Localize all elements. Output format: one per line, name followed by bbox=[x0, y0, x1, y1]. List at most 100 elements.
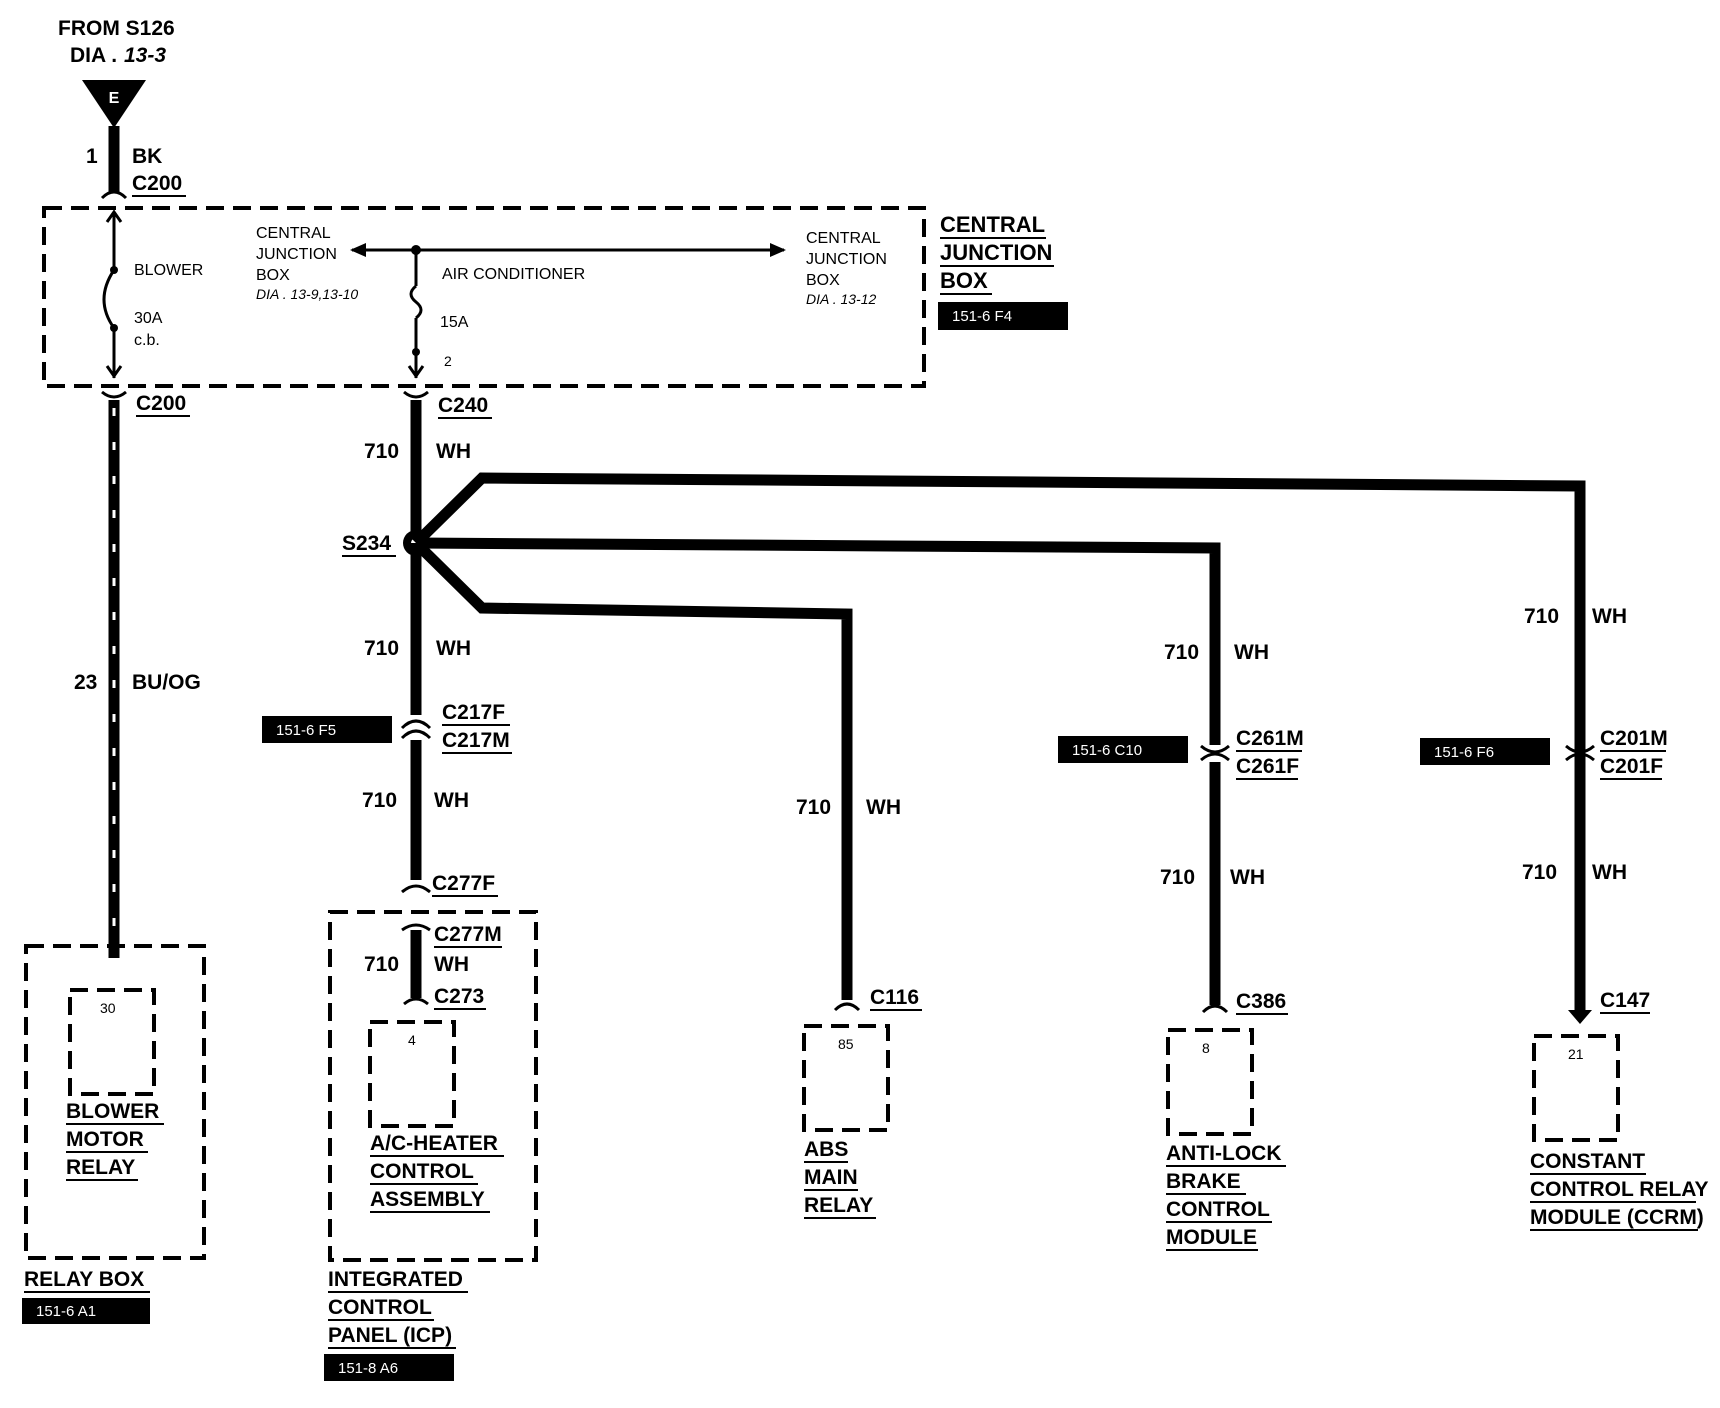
relay-box-outline bbox=[24, 944, 206, 1260]
cjb-right-ref-3: BOX bbox=[806, 272, 840, 289]
cjb-title-2: JUNCTION bbox=[940, 240, 1052, 265]
trunk-color: WH bbox=[436, 440, 471, 463]
cjb-left-ref-dia: DIA . 13-9,13-10 bbox=[256, 286, 358, 302]
blower-motor-relay-pin-box bbox=[68, 988, 156, 1096]
fuse-label: AIR CONDITIONER bbox=[442, 266, 585, 283]
ccrm-pin: 21 bbox=[1568, 1046, 1584, 1062]
ccrm-color-2: WH bbox=[1592, 861, 1627, 884]
splice-label: S234 bbox=[342, 532, 391, 555]
abs-module-color-2: WH bbox=[1230, 866, 1265, 889]
icp-pin: 4 bbox=[408, 1032, 416, 1048]
blower-relay-pin: 30 bbox=[100, 1000, 116, 1016]
icp-location: 151-8 A6 bbox=[338, 1360, 398, 1377]
cjb-left-ref-1: CENTRAL bbox=[256, 225, 331, 242]
icp-circuit-2: 710 bbox=[362, 789, 397, 812]
ccrm-inline-location-box bbox=[1420, 738, 1550, 765]
relay-box-label: RELAY BOX bbox=[24, 1268, 144, 1291]
cjb-location: 151-6 F4 bbox=[952, 308, 1012, 325]
top-wire-pin: 1 bbox=[86, 145, 98, 168]
icp-name-1: INTEGRATED bbox=[328, 1268, 463, 1291]
connector-c116-symbol bbox=[833, 1002, 861, 1012]
top-wire-connector: C200 bbox=[132, 172, 182, 195]
abs-module-inline-location-box bbox=[1058, 736, 1188, 763]
cjb-right-ref-2: JUNCTION bbox=[806, 251, 887, 268]
connector-c217-symbol bbox=[400, 729, 432, 740]
abs-module-pin: 8 bbox=[1202, 1040, 1210, 1056]
blower-circuit-color: BU/OG bbox=[132, 671, 201, 694]
source-connector-triangle bbox=[82, 80, 146, 128]
connector-c147-symbol bbox=[1568, 1010, 1592, 1024]
blower-circuit-number: 23 bbox=[74, 671, 97, 694]
cjb-left-ref-2: JUNCTION bbox=[256, 246, 337, 263]
blower-relay-name-3: RELAY bbox=[66, 1156, 135, 1179]
abs-module-name-2: BRAKE bbox=[1166, 1170, 1241, 1193]
source-dia-prefix: DIA . bbox=[70, 44, 117, 67]
relay-box-location-box bbox=[22, 1298, 150, 1324]
blower-c200-label: C200 bbox=[136, 392, 186, 415]
circuit-breaker-symbol bbox=[102, 269, 116, 329]
abs-relay-name-1: ABS bbox=[804, 1138, 848, 1161]
abs-module-circuit-2: 710 bbox=[1160, 866, 1195, 889]
abs-relay-color: WH bbox=[866, 796, 901, 819]
ac-heater-control-pin-box bbox=[368, 1020, 456, 1128]
connector-c277m-symbol bbox=[401, 923, 431, 932]
icp-name-2: CONTROL bbox=[328, 1296, 432, 1319]
cjb-left-ref-3: BOX bbox=[256, 267, 290, 284]
ccrm-connector: C147 bbox=[1600, 989, 1650, 1012]
icp-location-box bbox=[324, 1354, 454, 1381]
abs-module-c261m: C261M bbox=[1236, 727, 1304, 750]
ccrm-c201m: C201M bbox=[1600, 727, 1668, 750]
icp-c277m: C277M bbox=[434, 923, 502, 946]
icp-inline-c217f: C217F bbox=[442, 701, 505, 724]
wire-710-ccrm bbox=[412, 472, 1586, 1012]
source-line1: FROM S126 bbox=[58, 17, 175, 40]
icp-color-1: WH bbox=[436, 637, 471, 660]
relay-box-location: 151-6 A1 bbox=[36, 1303, 96, 1320]
source-dia-ref: 13-3 bbox=[124, 44, 166, 67]
ac-heater-name-3: ASSEMBLY bbox=[370, 1188, 485, 1211]
connector-c261-symbol bbox=[1200, 744, 1230, 754]
ccrm-circuit-2: 710 bbox=[1522, 861, 1557, 884]
icp-circuit-1: 710 bbox=[364, 637, 399, 660]
abs-module-connector: C386 bbox=[1236, 990, 1286, 1013]
fuse-symbol bbox=[409, 284, 423, 320]
anti-lock-module-pin-box bbox=[1166, 1028, 1254, 1136]
icp-name-3: PANEL (ICP) bbox=[328, 1324, 452, 1347]
blower-relay-name-2: MOTOR bbox=[66, 1128, 144, 1151]
connector-c201-symbol bbox=[1565, 744, 1595, 754]
connector-c386-symbol bbox=[1201, 1004, 1229, 1014]
abs-module-name-4: MODULE bbox=[1166, 1226, 1257, 1249]
connector-c273-symbol bbox=[403, 997, 429, 1006]
cjb-title-1: CENTRAL bbox=[940, 212, 1045, 237]
top-wire-color: BK bbox=[132, 145, 162, 168]
trunk-circuit: 710 bbox=[364, 440, 399, 463]
connector-c200-bottom-symbol bbox=[101, 390, 127, 399]
breaker-rating: 30A bbox=[134, 310, 163, 327]
blower-relay-name-1: BLOWER bbox=[66, 1100, 159, 1123]
ccrm-name-3: MODULE (CCRM) bbox=[1530, 1206, 1704, 1229]
cjb-title-3: BOX bbox=[940, 268, 988, 293]
fuse-rating: 15A bbox=[440, 314, 469, 331]
icp-inline-location: 151-6 F5 bbox=[276, 722, 336, 739]
icp-c273: C273 bbox=[434, 985, 484, 1008]
icp-color-3: WH bbox=[434, 953, 469, 976]
ccrm-circuit-1: 710 bbox=[1524, 605, 1559, 628]
connector-c277f-symbol bbox=[401, 884, 431, 894]
central-junction-box-outline bbox=[42, 206, 926, 388]
ac-heater-name-1: A/C-HEATER bbox=[370, 1132, 498, 1155]
ac-heater-name-2: CONTROL bbox=[370, 1160, 474, 1183]
icp-c277f: C277F bbox=[432, 872, 495, 895]
icp-color-2: WH bbox=[434, 789, 469, 812]
ccrm-pin-box bbox=[1532, 1034, 1620, 1142]
abs-main-relay-pin-box bbox=[802, 1024, 890, 1132]
abs-relay-name-3: RELAY bbox=[804, 1194, 873, 1217]
wire-710-abs-relay bbox=[412, 539, 853, 1000]
icp-inline-location-box bbox=[262, 716, 392, 743]
connector-c200-top-symbol bbox=[100, 190, 128, 200]
connector-c240-symbol bbox=[403, 390, 429, 399]
cjb-right-ref-dia: DIA . 13-12 bbox=[806, 291, 877, 307]
abs-module-color-1: WH bbox=[1234, 641, 1269, 664]
ccrm-name-1: CONSTANT bbox=[1530, 1150, 1645, 1173]
fuse-pin: 2 bbox=[444, 353, 452, 369]
